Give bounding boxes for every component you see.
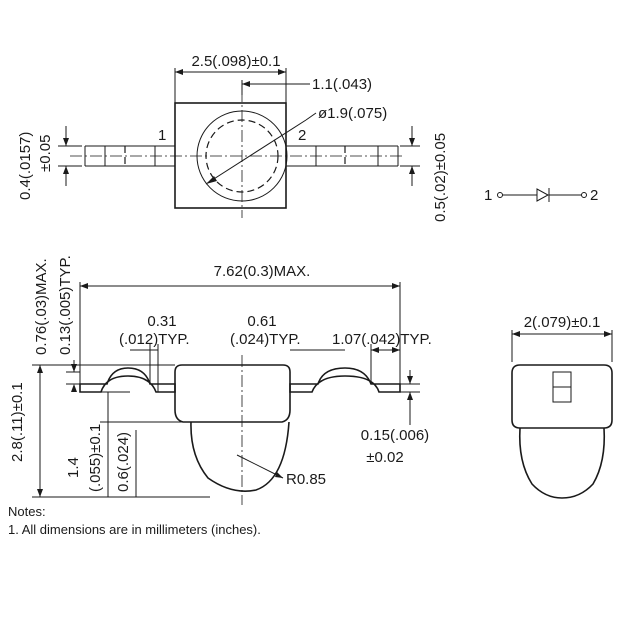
lead-thick-dim-a: 0.15(.006) bbox=[361, 427, 429, 444]
max-height-dim: 0.76(.03)MAX. bbox=[33, 258, 50, 355]
typ-height-dim: 0.13(.005)TYP. bbox=[57, 255, 74, 355]
top-body-outline bbox=[174, 102, 287, 209]
dome-height-dim: 0.6(.024) bbox=[115, 432, 132, 492]
schematic-pin2-label: 2 bbox=[590, 187, 598, 204]
lead-thickness-dim-b: ±0.05 bbox=[37, 135, 54, 172]
overall-length-dim: 7.62(0.3)MAX. bbox=[214, 263, 311, 280]
diode-triangle bbox=[536, 188, 550, 202]
diameter-arrow-head bbox=[206, 176, 217, 184]
radius-dim: R0.85 bbox=[286, 471, 326, 488]
schematic-pin1-label: 1 bbox=[484, 187, 492, 204]
side-left-lead bbox=[79, 367, 176, 393]
dim-061-b: (.024)TYP. bbox=[230, 331, 301, 348]
dim-107: 1.07(.042)TYP. bbox=[332, 331, 432, 348]
end-width-dim: 2(.079)±0.1 bbox=[524, 314, 601, 331]
body-height-dim-b: (.055)±0.1 bbox=[87, 424, 104, 492]
side-view: 7.62(0.3)MAX. R0.85 0.31 (.012)TYP. 0.61… bbox=[9, 255, 432, 505]
end-view: 2(.079)±0.1 bbox=[511, 314, 613, 499]
end-dome bbox=[518, 427, 606, 499]
top-view: 2.5(.098)±0.1 1.1(.043) ø1.9(.075) 1 2 0… bbox=[17, 53, 449, 222]
total-height-dim: 2.8(.11)±0.1 bbox=[9, 382, 26, 462]
lead-width-dim: 0.5(.02)±0.05 bbox=[432, 133, 449, 222]
diode-schematic: 1 2 bbox=[484, 187, 598, 204]
lens-diameter-dim: ø1.9(.075) bbox=[318, 105, 387, 122]
right-lead bbox=[286, 145, 399, 167]
end-body bbox=[511, 364, 613, 429]
offset-dim: 1.1(.043) bbox=[312, 76, 372, 93]
lead-thick-dim-b: ±0.02 bbox=[366, 449, 403, 466]
dim-061-a: 0.61 bbox=[247, 313, 276, 330]
lead-thickness-dim-a: 0.4(.0157) bbox=[17, 132, 34, 200]
dim-031-b: (.012)TYP. bbox=[119, 331, 190, 348]
side-dome bbox=[190, 421, 290, 492]
pin2-label: 2 bbox=[298, 127, 306, 144]
notes-item-1: 1. All dimensions are in millimeters (in… bbox=[8, 522, 261, 537]
left-lead bbox=[84, 145, 175, 167]
pin1-label: 1 bbox=[158, 127, 166, 144]
side-body bbox=[174, 364, 291, 423]
notes-heading: Notes: bbox=[8, 504, 46, 519]
body-height-dim-a: 1.4 bbox=[65, 457, 82, 478]
diameter-leader bbox=[205, 119, 307, 185]
dim-031-a: 0.31 bbox=[147, 313, 176, 330]
notes: Notes: 1. All dimensions are in millimet… bbox=[8, 504, 261, 537]
top-width-dim: 2.5(.098)±0.1 bbox=[191, 53, 280, 70]
side-right-lead bbox=[289, 367, 401, 393]
